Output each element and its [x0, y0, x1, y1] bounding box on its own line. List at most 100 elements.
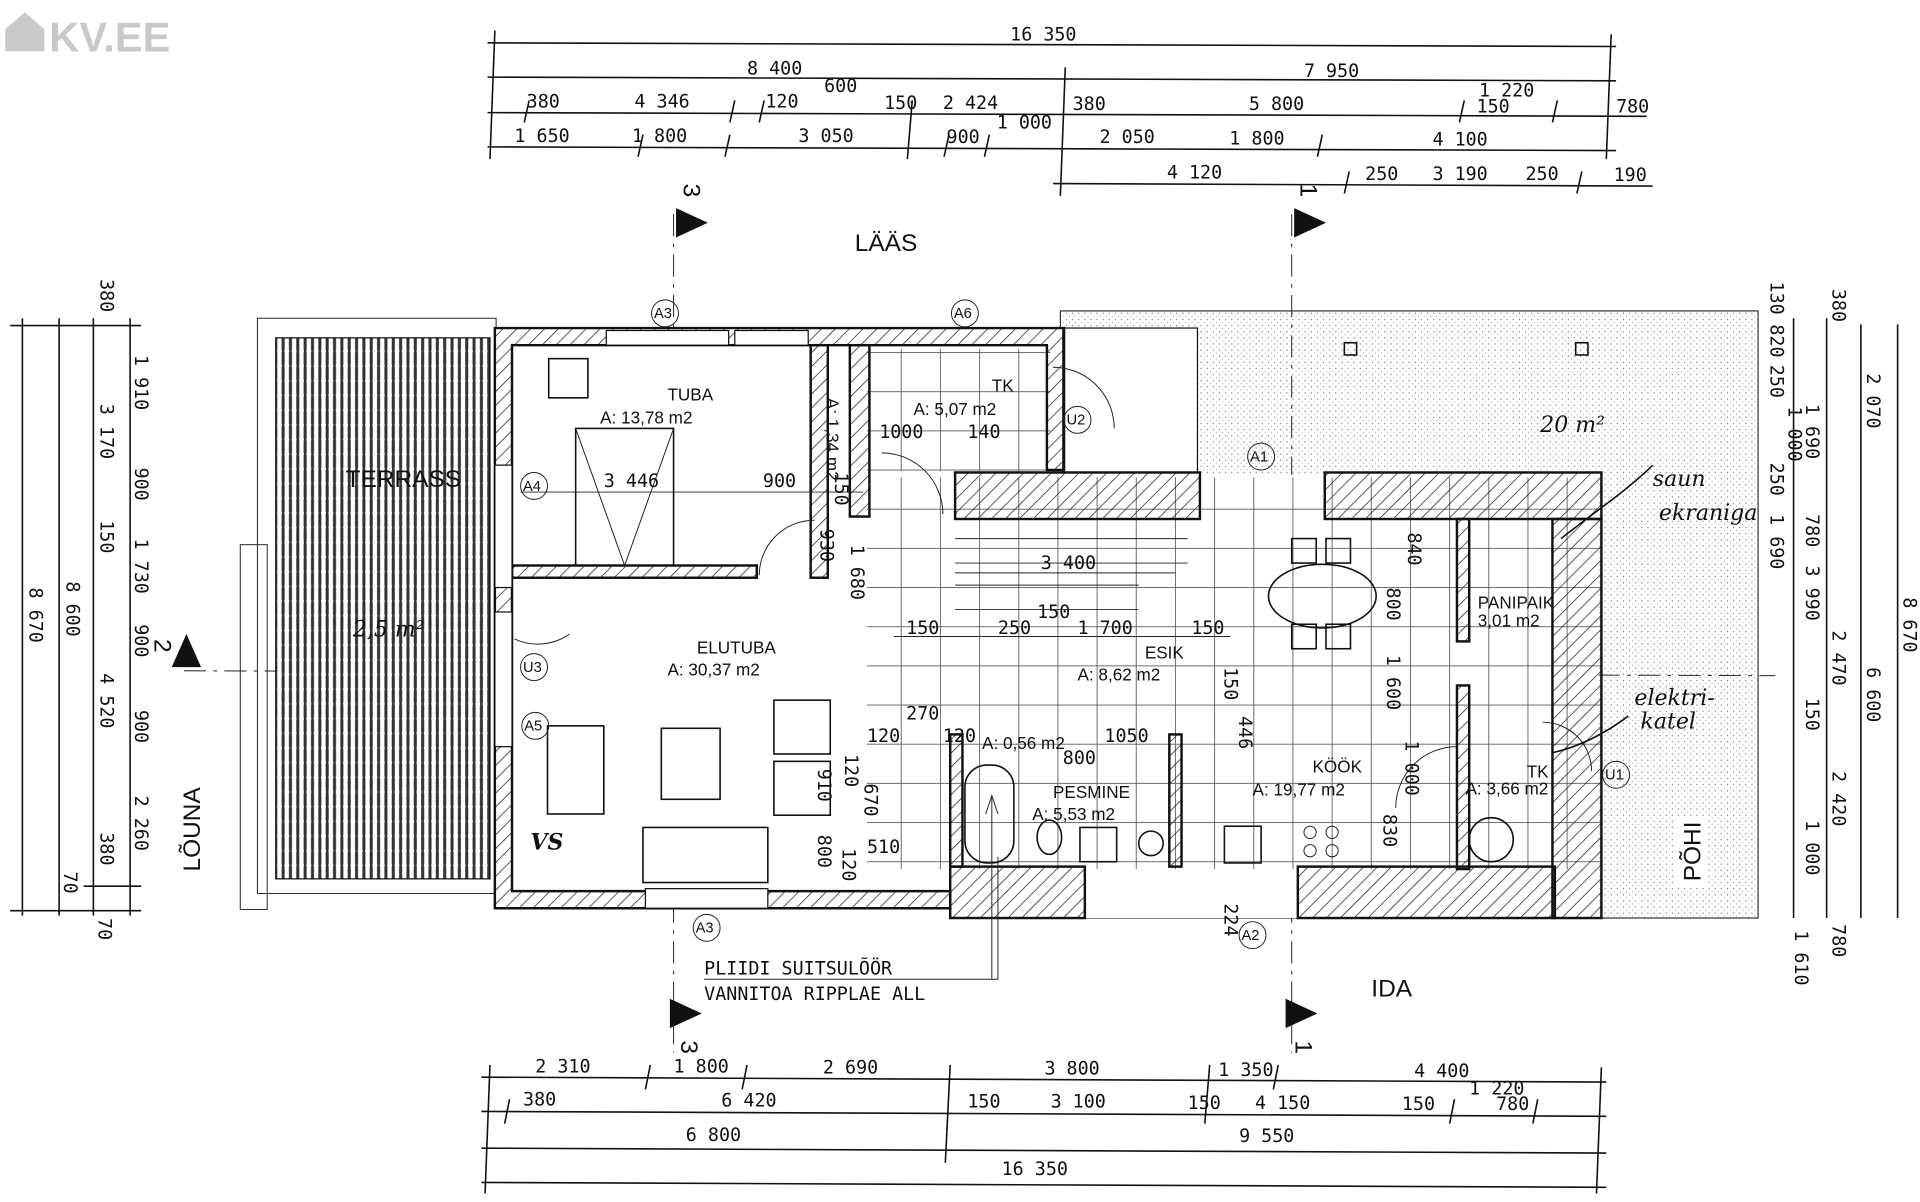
svg-text:A: 0,56 m2: A: 0,56 m2 — [982, 733, 1065, 753]
svg-text:900: 900 — [130, 624, 151, 657]
svg-text:900: 900 — [130, 468, 151, 501]
svg-text:1: 1 — [1289, 1040, 1316, 1054]
svg-text:4 520: 4 520 — [96, 673, 117, 728]
svg-text:150: 150 — [1037, 602, 1070, 623]
svg-text:3 190: 3 190 — [1432, 164, 1487, 185]
svg-text:1 650: 1 650 — [514, 126, 569, 147]
svg-text:1050: 1050 — [1104, 726, 1148, 747]
svg-text:780: 780 — [1496, 1094, 1529, 1115]
compass-labels: LÄÄS IDA LÕUNA PÕHI — [178, 230, 1707, 1002]
svg-text:VANNITOA RIPPLAE ALL: VANNITOA RIPPLAE ALL — [704, 984, 925, 1005]
svg-text:2 420: 2 420 — [1828, 771, 1849, 826]
svg-text:270: 270 — [906, 704, 939, 725]
svg-text:380: 380 — [1073, 94, 1106, 115]
svg-text:250: 250 — [1765, 365, 1786, 398]
compass-south: LÕUNA — [178, 787, 206, 872]
svg-text:3 050: 3 050 — [798, 126, 853, 147]
svg-text:3 400: 3 400 — [1041, 553, 1096, 574]
svg-text:140: 140 — [967, 422, 1000, 443]
compass-west: LÄÄS — [855, 230, 918, 257]
svg-text:1 910: 1 910 — [130, 355, 151, 410]
svg-text:KV.EE: KV.EE — [49, 13, 170, 60]
svg-text:70: 70 — [93, 918, 114, 940]
svg-text:830: 830 — [1379, 814, 1400, 847]
svg-text:2 050: 2 050 — [1100, 127, 1155, 148]
svg-text:510: 510 — [867, 837, 900, 858]
svg-text:780: 780 — [1828, 924, 1849, 957]
svg-text:900: 900 — [130, 710, 151, 743]
svg-text:TK: TK — [992, 376, 1014, 396]
svg-text:3 170: 3 170 — [96, 404, 117, 459]
chimney-note: PLIIDI SUITSULÕÖR VANNITOA RIPPLAE ALL — [704, 856, 999, 1005]
svg-text:2 070: 2 070 — [1862, 373, 1883, 428]
svg-text:3 446: 3 446 — [604, 471, 659, 492]
svg-text:A: 5,07 m2: A: 5,07 m2 — [913, 399, 996, 419]
svg-text:380: 380 — [523, 1089, 556, 1110]
building — [493, 326, 1603, 980]
svg-text:910: 910 — [813, 769, 834, 802]
svg-text:150: 150 — [906, 618, 939, 639]
svg-text:PESMINE: PESMINE — [1053, 782, 1130, 802]
svg-text:150: 150 — [1188, 1093, 1221, 1114]
svg-text:PLIIDI SUITSULÕÖR: PLIIDI SUITSULÕÖR — [704, 957, 893, 979]
svg-text:2 310: 2 310 — [535, 1056, 590, 1077]
svg-text:1 700: 1 700 — [1078, 618, 1133, 639]
svg-text:A: 30,37 m2: A: 30,37 m2 — [667, 660, 759, 680]
svg-text:1 800: 1 800 — [1229, 128, 1284, 149]
svg-text:70: 70 — [59, 872, 80, 894]
room-labels: TUBA A: 13,78 m2 TK A: 5,07 m2 ELUTUBA A… — [346, 376, 1555, 824]
handwritten-notes: 2,5 m² 20 m² saun ekraniga elektri- kate… — [352, 413, 1758, 855]
kv-ee-logo[interactable]: KV.EE — [5, 12, 170, 60]
top-dimensions: 16 350 8 400 7 950 380 4 346 120 600 150… — [487, 24, 1653, 196]
section-markers: 3 1 3 1 2 — [149, 184, 1776, 1054]
svg-text:120: 120 — [837, 848, 858, 881]
svg-text:A5: A5 — [524, 719, 542, 735]
svg-text:3 800: 3 800 — [1044, 1059, 1099, 1080]
axis-markers: A3 A6 A1 A4 U3 A5 A3 A2 U2 U1 — [520, 299, 1631, 950]
svg-text:1 600: 1 600 — [1382, 655, 1403, 710]
svg-text:1: 1 — [1294, 184, 1321, 198]
svg-text:670: 670 — [860, 783, 881, 816]
svg-text:elektri-: elektri- — [1634, 686, 1714, 711]
svg-text:8 670: 8 670 — [1899, 597, 1920, 652]
svg-text:6 420: 6 420 — [721, 1091, 776, 1112]
svg-text:U2: U2 — [1066, 413, 1085, 429]
svg-text:A1: A1 — [1250, 449, 1268, 465]
svg-text:1 220: 1 220 — [1479, 81, 1534, 102]
svg-text:saun: saun — [1653, 467, 1706, 492]
svg-text:2 470: 2 470 — [1828, 630, 1849, 685]
svg-text:800: 800 — [1063, 748, 1096, 769]
svg-text:1 690: 1 690 — [1765, 514, 1786, 569]
svg-text:A3: A3 — [696, 921, 714, 937]
svg-text:1 730: 1 730 — [130, 539, 151, 594]
compass-east: IDA — [1371, 975, 1412, 1002]
svg-text:A3: A3 — [654, 306, 672, 322]
svg-text:1 610: 1 610 — [1790, 930, 1811, 985]
svg-text:900: 900 — [947, 127, 980, 148]
svg-text:TK: TK — [1527, 761, 1549, 781]
svg-text:820: 820 — [1765, 324, 1786, 357]
svg-text:A: 5,53 m2: A: 5,53 m2 — [1032, 804, 1115, 824]
svg-text:780: 780 — [1616, 97, 1649, 118]
svg-text:7 950: 7 950 — [1304, 61, 1359, 82]
svg-text:6 600: 6 600 — [1862, 667, 1883, 722]
svg-text:840: 840 — [1403, 532, 1424, 565]
svg-text:250: 250 — [1526, 164, 1559, 185]
svg-text:A2: A2 — [1242, 928, 1260, 944]
svg-text:120: 120 — [765, 92, 798, 113]
svg-text:1 000: 1 000 — [1784, 406, 1805, 461]
svg-text:A6: A6 — [954, 306, 972, 322]
svg-text:16 350: 16 350 — [1010, 24, 1076, 45]
svg-text:190: 190 — [1614, 165, 1647, 186]
svg-text:1 690: 1 690 — [1801, 404, 1822, 459]
svg-text:3 100: 3 100 — [1051, 1092, 1106, 1113]
svg-text:2 260: 2 260 — [130, 796, 151, 851]
svg-text:800: 800 — [1382, 588, 1403, 621]
svg-text:4 150: 4 150 — [1255, 1093, 1310, 1114]
interior-dimensions: 3 446 900 150 930 1 680 1000 140 3 400 1… — [520, 422, 1424, 937]
svg-text:1 000: 1 000 — [1401, 741, 1422, 796]
svg-text:2 690: 2 690 — [823, 1057, 878, 1078]
svg-text:A: 1,34 m2: A: 1,34 m2 — [823, 398, 843, 481]
svg-text:4 120: 4 120 — [1167, 163, 1222, 184]
